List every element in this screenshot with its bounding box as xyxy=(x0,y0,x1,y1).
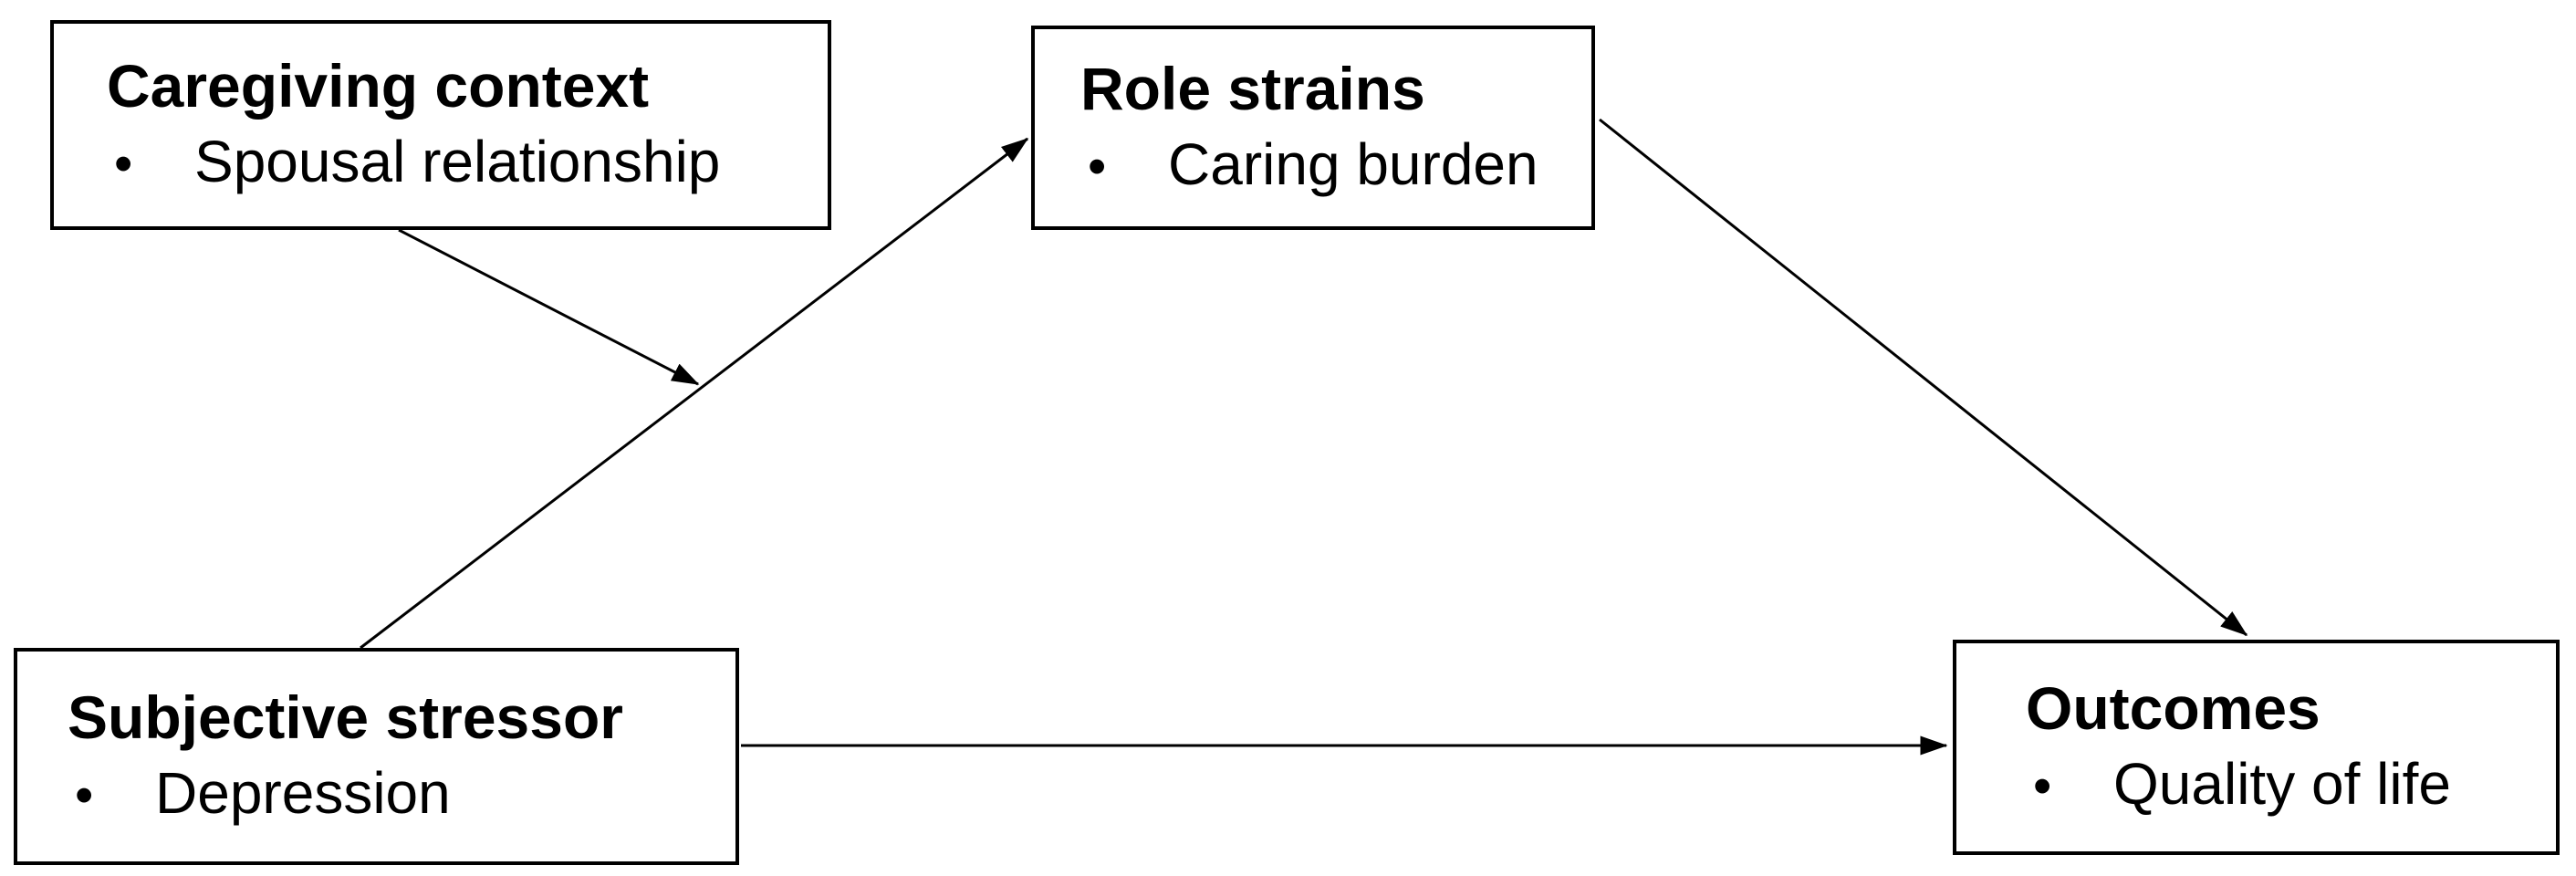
arrow-caregiving-to-mediation-path xyxy=(398,228,700,386)
box-caregiving-context-bullet-item: • Spousal relationship xyxy=(107,123,828,203)
arrow-role-strains-to-outcomes xyxy=(1599,118,2248,637)
bullet-label: Caring burden xyxy=(1168,130,1538,197)
box-outcomes-title: Outcomes xyxy=(2026,673,2320,742)
bullet-icon: • xyxy=(1088,136,1107,196)
box-subjective-stressor: Subjective stressor • Depression xyxy=(14,648,739,865)
box-caregiving-context: Caregiving context • Spousal relationshi… xyxy=(50,20,831,230)
bullet-label: Quality of life xyxy=(2113,750,2451,817)
bullet-label: Spousal relationship xyxy=(194,128,721,194)
box-role-strains: Role strains • Caring burden xyxy=(1031,26,1595,230)
bullet-icon: • xyxy=(75,765,94,825)
box-role-strains-bullet-item: • Caring burden xyxy=(1080,126,1591,205)
box-outcomes: Outcomes • Quality of life xyxy=(1953,640,2560,855)
box-role-strains-title: Role strains xyxy=(1080,54,1425,122)
bullet-icon: • xyxy=(2033,756,2052,816)
box-subjective-stressor-title: Subjective stressor xyxy=(68,683,623,751)
box-outcomes-bullet-item: • Quality of life xyxy=(2026,746,2556,825)
bullet-icon: • xyxy=(114,133,133,193)
box-subjective-stressor-bullet-item: • Depression xyxy=(68,755,735,834)
arrow-stressor-to-role-strains xyxy=(360,137,1029,650)
box-caregiving-context-title: Caregiving context xyxy=(107,51,650,120)
bullet-label: Depression xyxy=(155,759,451,826)
